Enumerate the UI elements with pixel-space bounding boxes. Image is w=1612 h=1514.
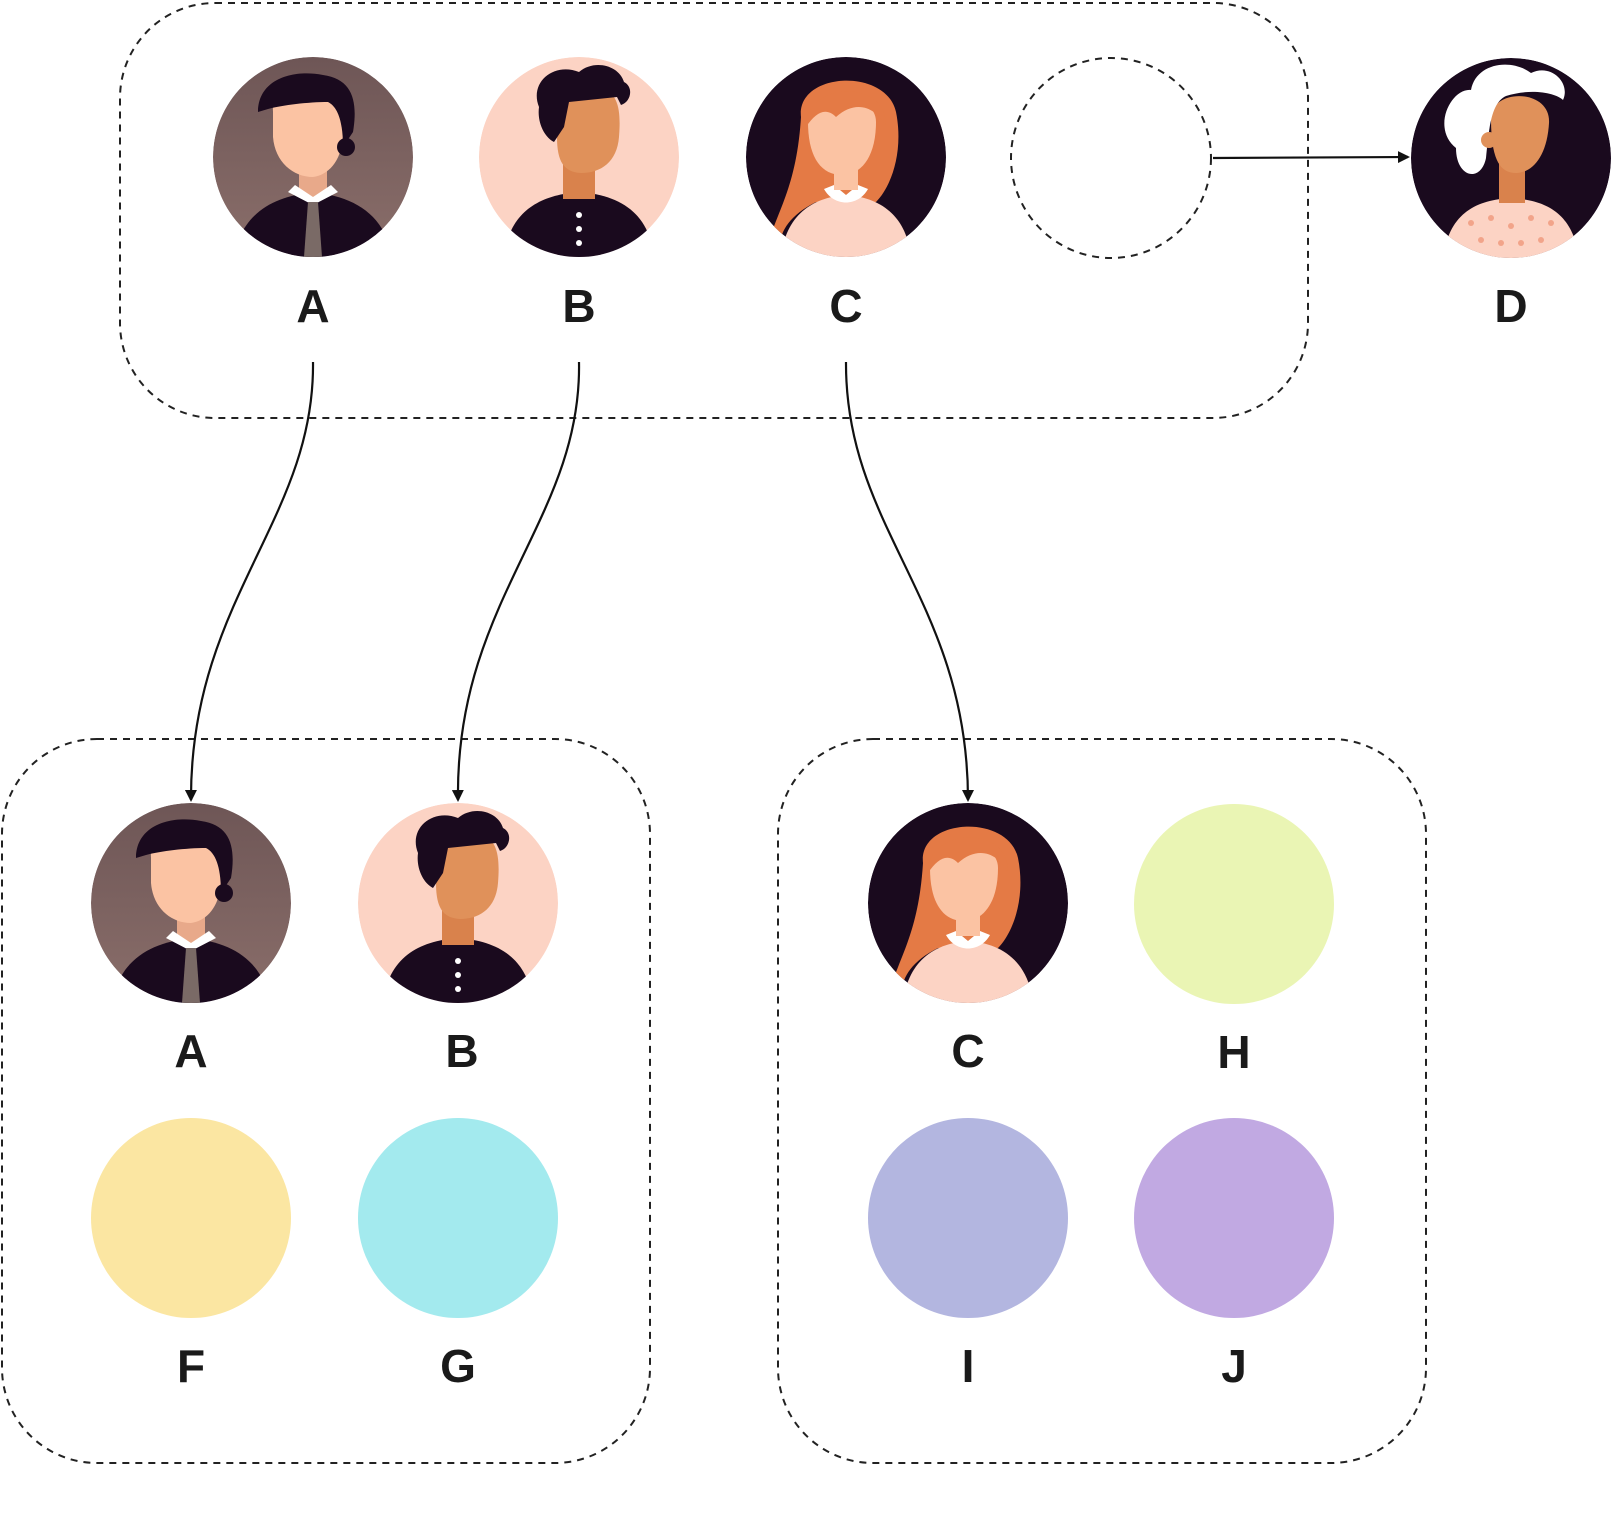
lavender-circle-icon bbox=[1134, 1118, 1334, 1318]
node-label: A bbox=[174, 1025, 207, 1077]
edge-top-c-to-bottom-c bbox=[844, 361, 974, 802]
node-top-a: A bbox=[213, 57, 413, 332]
woman-red-hair-avatar-icon bbox=[746, 57, 946, 257]
node-label: B bbox=[445, 1025, 478, 1077]
yellow-circle-icon bbox=[91, 1118, 291, 1318]
node-bottom-left-b: B bbox=[358, 803, 558, 1077]
node-top-c: C bbox=[746, 57, 946, 332]
node-bottom-right-c: C bbox=[868, 803, 1068, 1077]
node-label: F bbox=[177, 1340, 205, 1392]
node-label: J bbox=[1221, 1340, 1247, 1392]
periwinkle-circle-icon bbox=[868, 1118, 1068, 1318]
empty-slot-circle-icon bbox=[1010, 57, 1212, 259]
node-f: F bbox=[91, 1118, 291, 1392]
group-bottom-right bbox=[777, 738, 1427, 1464]
node-h: H bbox=[1134, 804, 1334, 1078]
node-i: I bbox=[868, 1118, 1068, 1392]
cyan-circle-icon bbox=[358, 1118, 558, 1318]
edge-top-a-to-bottom-a bbox=[184, 361, 315, 802]
node-label: B bbox=[562, 280, 595, 332]
edge-top-b-to-bottom-b bbox=[451, 361, 581, 802]
node-d: D bbox=[1411, 58, 1611, 332]
node-top-b: B bbox=[479, 57, 679, 332]
node-j: J bbox=[1134, 1118, 1334, 1392]
node-label: C bbox=[951, 1025, 984, 1077]
man-suit-avatar-icon bbox=[91, 803, 291, 1003]
node-bottom-left-a: A bbox=[91, 803, 291, 1077]
node-label: C bbox=[829, 280, 862, 332]
group-bottom-left bbox=[1, 738, 651, 1464]
man-suit-avatar-icon bbox=[213, 57, 413, 257]
woman-red-hair-avatar-icon bbox=[868, 803, 1068, 1003]
node-label: I bbox=[962, 1340, 975, 1392]
node-label: A bbox=[296, 280, 329, 332]
node-label: G bbox=[440, 1340, 476, 1392]
group-top bbox=[119, 2, 1309, 419]
node-label: H bbox=[1217, 1026, 1250, 1078]
man-curly-hair-avatar-icon bbox=[479, 57, 679, 257]
older-woman-white-hair-avatar-icon bbox=[1411, 58, 1611, 258]
edge-empty-slot-to-d bbox=[1212, 151, 1410, 164]
node-label: D bbox=[1494, 280, 1527, 332]
lime-circle-icon bbox=[1134, 804, 1334, 1004]
node-g: G bbox=[358, 1118, 558, 1392]
man-curly-hair-avatar-icon bbox=[358, 803, 558, 1003]
